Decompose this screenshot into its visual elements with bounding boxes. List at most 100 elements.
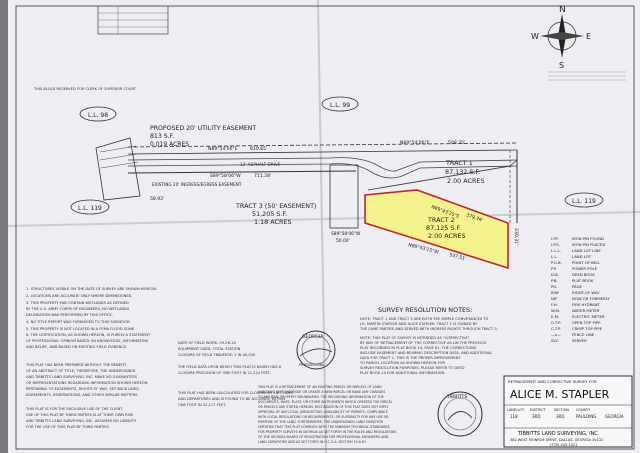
bearing-top-right: N89°54'06"E (400, 140, 430, 146)
svg-text:OR REPRESENTATIONS REGARDING I: OR REPRESENTATIONS REGARDING INFORMATION… (26, 381, 148, 385)
svg-text:382 WEST MONROE DRIVE, DALLAS,: 382 WEST MONROE DRIVE, DALLAS, GEORGIA 3… (510, 438, 603, 442)
svg-text:L.L. 98: L.L. 98 (88, 112, 108, 119)
deed-notes: THIS PLAT IS A RETRACEMENT OF AN EXISTIN… (257, 385, 396, 444)
svg-text:L.L.L.: L.L.L. (551, 248, 561, 253)
svg-text:AGREEMENTS, RESERVATIONS, AND: AGREEMENTS, RESERVATIONS, AND OTHER SIMI… (26, 393, 139, 397)
svg-text:O.T.P.: O.T.P. (551, 320, 561, 325)
svg-text:LAND LOT: LAND LOT (507, 408, 525, 412)
svg-text:TRACT 1: TRACT 1 (445, 159, 473, 167)
svg-text:TO PARCEL LOCATION AS SHOWN HE: TO PARCEL LOCATION AS SHOWN HEREON FOR (359, 361, 445, 365)
svg-text:TRACT 2: TRACT 2 (427, 216, 455, 224)
svg-text:WATER METER: WATER METER (572, 308, 600, 313)
svg-text:SECTION: SECTION (554, 408, 569, 412)
svg-text:DELINEATION WAS PERFORMED BY T: DELINEATION WAS PERFORMED BY THIS OFFICE… (26, 313, 113, 317)
svg-text:4. NO TITLE REPORT WAS FURNISH: 4. NO TITLE REPORT WAS FURNISHED TO THIS… (26, 320, 131, 324)
svg-text:118: 118 (510, 414, 518, 419)
svg-text:TO ANY REAL PROPERTY BOUNDARIE: TO ANY REAL PROPERTY BOUNDARIES. THE REC… (257, 395, 384, 399)
svg-text:AND TIBBITTS LAND SURVEYING, I: AND TIBBITTS LAND SURVEYING, INC. ASSUME… (26, 419, 137, 423)
svg-text:813 S.F.: 813 S.F. (150, 133, 174, 140)
north-arrow-icon: N W E S (531, 5, 591, 70)
bearing-basis-note (548, 71, 626, 81)
svg-text:12' ASPHALT DRIVE: 12' ASPHALT DRIVE (240, 162, 281, 167)
svg-text:AND DOES NOT SUBDIVIDE OR CREA: AND DOES NOT SUBDIVIDE OR CREATE A NEW P… (258, 390, 385, 394)
svg-text:EXISTING 20' INGRESS/EGRESS EA: EXISTING 20' INGRESS/EGRESS EASEMENT (152, 182, 242, 187)
svg-text:CRIMP TOP PIPE: CRIMP TOP PIPE (572, 326, 603, 331)
svg-text:L.L. 119: L.L. 119 (572, 198, 596, 205)
svg-text:230.31': 230.31' (513, 228, 519, 245)
svg-text:ELECTRIC METER: ELECTRIC METER (572, 314, 605, 319)
svg-text:TIBBITTS LAND SURVEYING, INC.: TIBBITTS LAND SURVEYING, INC. (517, 431, 600, 437)
svg-text:PROPOSED 20' UTILITY EASEMENT: PROPOSED 20' UTILITY EASEMENT (150, 125, 256, 132)
svg-text:537.51': 537.51' (449, 252, 467, 262)
svg-text:OR PARCELS ARE STATED HEREON.: OR PARCELS ARE STATED HEREON. RECORDATIO… (258, 405, 388, 409)
svg-text:RETRACEMENT AND CORRECTIVE SUR: RETRACEMENT AND CORRECTIVE SURVEY FOR (508, 379, 597, 384)
tract-1: TRACT 1 87,132 S.F. 2.00 ACRES (367, 150, 518, 223)
svg-text:NOTE: TRACT 1 AND TRACT 3 ARE: NOTE: TRACT 1 AND TRACT 3 ARE BOTH FEE S… (360, 317, 488, 321)
svg-text:THIS PLAT HAS BEEN PREPARED WI: THIS PLAT HAS BEEN PREPARED WITHOUT THE … (25, 363, 127, 367)
svg-text:W: W (531, 32, 539, 41)
table-edge (0, 0, 8, 453)
revision-table (97, 5, 169, 35)
svg-text:USE OF THIS PLAT BY THIRD PART: USE OF THIS PLAT BY THIRD PARTIES IS AT … (26, 413, 134, 417)
svg-text:DOCUMENTS, MAPS, PLATS, OR OTH: DOCUMENTS, MAPS, PLATS, OR OTHER INSTRUM… (258, 400, 393, 404)
svg-text:FOR THE USE OF THIS PLAT BY TH: FOR THE USE OF THIS PLAT BY THIRD PARTIE… (26, 425, 110, 429)
svg-text:INCLUDE EASEMENT AND BEARING D: INCLUDE EASEMENT AND BEARING DESCRIPTION… (360, 351, 492, 355)
svg-text:THE FIELD DATA UPON WHICH THIS: THE FIELD DATA UPON WHICH THIS PLAT IS B… (177, 365, 282, 369)
svg-text:810.65': 810.65' (250, 146, 267, 152)
svg-text:DATE OF FIELD WORK: 09-26-18: DATE OF FIELD WORK: 09-26-18 (178, 341, 236, 345)
svg-text:LAND LOT LINE: LAND LOT LINE (572, 248, 601, 253)
svg-text:5. THIS PROPERTY IS NOT LOCATE: 5. THIS PROPERTY IS NOT LOCATED IN A FEM… (26, 327, 135, 331)
svg-text:APPROVAL OF ANY LOCAL JURISDIC: APPROVAL OF ANY LOCAL JURISDICTION, AVAI… (258, 410, 388, 414)
svg-text:AND BELIEF, AND BASED ON EXIST: AND BELIEF, AND BASED ON EXISTING FIELD … (26, 345, 127, 349)
svg-text:3. THIS PROPERTY MAY CONTAIN W: 3. THIS PROPERTY MAY CONTAIN WETLANDS AS… (26, 301, 129, 305)
svg-text:PLAT BOOK: PLAT BOOK (572, 278, 594, 283)
svg-text:L.L.: L.L. (551, 254, 558, 259)
svg-text:TRACT 3 (50' EASEMENT): TRACT 3 (50' EASEMENT) (235, 202, 317, 210)
bearing-left: S89°58'06"W (331, 231, 361, 237)
general-notes: 1. STRUCTURES VISIBLE ON THE DATE OF SUR… (26, 287, 157, 349)
svg-text:DEED BOOK: DEED BOOK (572, 272, 595, 277)
clerk-note: THIS BLOCK RESERVED FOR CLERK OF SUPERIO… (33, 87, 137, 91)
svg-text:COUNTY: COUNTY (576, 408, 591, 412)
svg-text:NOTE: THIS PLAT OF SURVEY IS I: NOTE: THIS PLAT OF SURVEY IS INTENDED AS… (360, 336, 470, 340)
svg-text:F.H.: F.H. (551, 302, 558, 307)
svg-text:LAND LOT: LAND LOT (572, 254, 592, 259)
land-lot-99: L.L. 99 (321, 96, 359, 112)
svg-text:BY THE U.S. ARMY CORPS OF ENGI: BY THE U.S. ARMY CORPS OF ENGINEERS; NO … (26, 307, 130, 311)
svg-text:THIS PLAT HAS BEEN CALCULATED: THIS PLAT HAS BEEN CALCULATED FOR CLOSUR… (177, 391, 294, 395)
svg-text:3RD: 3RD (556, 414, 564, 419)
tibbitts-company-seal: TIBBITTS (437, 391, 483, 437)
svg-text:FOR PROPERTY SURVEYS IN GEORGI: FOR PROPERTY SURVEYS IN GEORGIA AS SET F… (258, 430, 396, 434)
svg-text:PAULDING: PAULDING (576, 414, 596, 419)
title-block: RETRACEMENT AND CORRECTIVE SURVEY FOR AL… (503, 375, 633, 448)
svg-text:P.B.: P.B. (551, 278, 558, 283)
svg-text:RIGHT-OF-WAY: RIGHT-OF-WAY (572, 290, 600, 295)
ingress-easement: EXISTING 20' INGRESS/EGRESS EASEMENT 58.… (95, 137, 242, 202)
svg-text:1. STRUCTURES VISIBLE ON THE D: 1. STRUCTURES VISIBLE ON THE DATE OF SUR… (26, 287, 157, 291)
svg-text:1.18 ACRES: 1.18 ACRES (254, 218, 292, 226)
distance-s89: 711.28' (254, 173, 271, 179)
svg-text:THIS PLAT IS A RETRACEMENT OF: THIS PLAT IS A RETRACEMENT OF AN EXISTIN… (257, 385, 382, 389)
svg-text:GEORGIA: GEORGIA (302, 334, 324, 340)
svg-text:51,205 S.F.: 51,205 S.F. (252, 210, 287, 218)
svg-text:CLOSURE PRECISION OF ONE FOOT: CLOSURE PRECISION OF ONE FOOT IN 21,224 … (178, 371, 271, 375)
svg-text:DISTRICT: DISTRICT (530, 408, 547, 412)
svg-text:J.R. MARTIN STAPLER AND ALICE: J.R. MARTIN STAPLER AND ALICE STAPLER. T… (359, 322, 478, 326)
svg-text:ONE FOOT IN 22,117 FEET.: ONE FOOT IN 22,117 FEET. (178, 403, 226, 407)
land-lot-119-right: L.L. 119 (564, 192, 604, 208)
bearing-s89: S89°58'06"W (210, 173, 241, 179)
svg-text:SURVEY RESOLUTION NOTES:: SURVEY RESOLUTION NOTES: (378, 306, 472, 314)
svg-text:E: E (586, 32, 591, 41)
svg-text:FIRE HYDRANT: FIRE HYDRANT (572, 302, 601, 307)
svg-text:POWER POLE: POWER POLE (572, 266, 598, 271)
svg-text:CERTIFIES THAT THIS PLAT COMPL: CERTIFIES THAT THIS PLAT COMPLIES WITH T… (258, 425, 390, 429)
disclaimer-notes: THIS PLAT HAS BEEN PREPARED WITHOUT THE … (25, 363, 148, 429)
svg-text:P.P.: P.P. (551, 266, 557, 271)
svg-text:CLOSURE OF FIELD TRAVERSE: 1 I: CLOSURE OF FIELD TRAVERSE: 1 IN 40,000 (178, 353, 256, 357)
svg-text:379.74': 379.74' (465, 212, 483, 224)
svg-text:S: S (559, 61, 564, 70)
field-notes: DATE OF FIELD WORK: 09-26-18 EQUIPMENT U… (177, 341, 294, 407)
svg-text:IRON PIN PLACED: IRON PIN PLACED (572, 242, 605, 247)
